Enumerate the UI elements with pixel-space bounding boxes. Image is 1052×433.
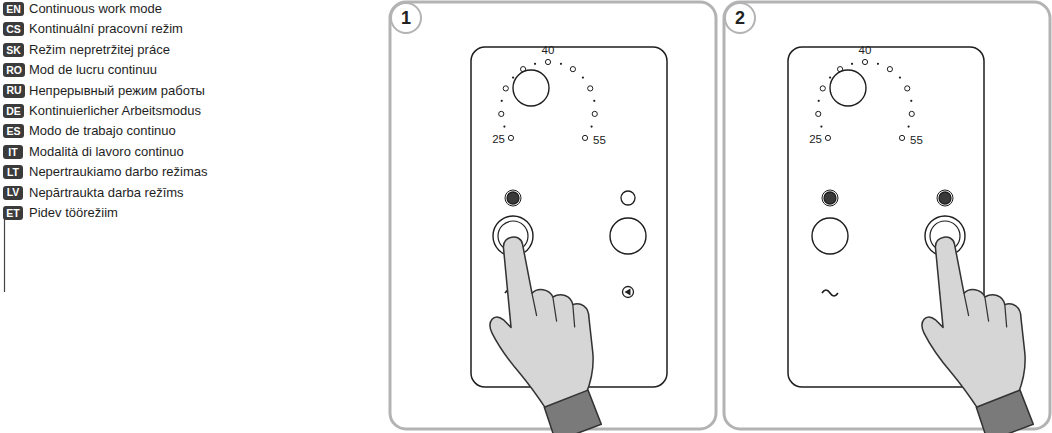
dial-scale bbox=[816, 59, 915, 140]
scale-tick bbox=[588, 86, 593, 91]
language-code: LV bbox=[7, 187, 20, 198]
mode-description: Kontinuální pracovní režim bbox=[29, 22, 183, 36]
scale-tick bbox=[592, 111, 597, 116]
scale-tick bbox=[820, 86, 825, 91]
language-badge: RU bbox=[3, 84, 25, 98]
language-badge: RO bbox=[3, 63, 25, 77]
language-badge: LT bbox=[3, 165, 23, 179]
language-code: CS bbox=[6, 24, 21, 35]
mode-description: Pidev töörežiim bbox=[29, 206, 118, 220]
language-code: ET bbox=[6, 208, 19, 219]
scale-tick bbox=[590, 126, 592, 128]
mode-description: Kontinuierlicher Arbeitsmodus bbox=[29, 104, 201, 118]
scale-number: 40 bbox=[542, 44, 555, 56]
dial-scale bbox=[499, 59, 598, 140]
language-code: DE bbox=[6, 106, 21, 117]
scale-tick bbox=[877, 63, 879, 65]
scale-number: 25 bbox=[492, 133, 505, 145]
mode-description: Modalità di lavoro continuo bbox=[29, 145, 184, 159]
scale-tick bbox=[825, 135, 830, 140]
indicator-led-on bbox=[824, 192, 836, 204]
scale-tick bbox=[851, 63, 853, 65]
language-code: ES bbox=[6, 126, 20, 137]
language-code: SK bbox=[6, 45, 21, 56]
language-badge: CS bbox=[3, 22, 24, 36]
scale-tick bbox=[899, 135, 904, 140]
dial-knob bbox=[513, 70, 549, 106]
scale-tick bbox=[545, 59, 550, 64]
step-number-circle: 1 bbox=[390, 2, 422, 34]
mode-description: Mod de lucru continuu bbox=[29, 63, 157, 77]
language-code: RU bbox=[6, 85, 21, 96]
scale-tick bbox=[910, 100, 912, 102]
scale-tick bbox=[582, 76, 584, 78]
scale-tick bbox=[512, 76, 514, 78]
scale-tick bbox=[907, 126, 909, 128]
indicator-led-ring bbox=[937, 190, 953, 206]
scale-tick bbox=[816, 111, 821, 116]
language-code: IT bbox=[8, 147, 17, 158]
scale-number: 55 bbox=[593, 134, 606, 146]
language-badge: LV bbox=[3, 186, 23, 200]
mode-description: Continuous work mode bbox=[29, 2, 162, 16]
scale-tick bbox=[582, 135, 587, 140]
language-badge: ES bbox=[3, 124, 24, 138]
scale-tick bbox=[909, 111, 914, 116]
scale-tick bbox=[570, 67, 575, 72]
indicator-led-ring bbox=[822, 190, 838, 206]
scale-tick bbox=[560, 63, 562, 65]
scale-tick bbox=[503, 86, 508, 91]
mode-description: Nepertraukiamo darbo režimas bbox=[29, 165, 207, 179]
continuous-symbol bbox=[822, 290, 838, 296]
scale-number: 40 bbox=[859, 44, 872, 56]
scale-number: 25 bbox=[809, 133, 822, 145]
language-badge: ET bbox=[3, 206, 23, 220]
step-number-circle: 2 bbox=[724, 2, 756, 34]
scale-tick bbox=[501, 100, 503, 102]
scale-tick bbox=[534, 63, 536, 65]
button bbox=[812, 218, 848, 254]
mode-description: Režim nepretržitej práce bbox=[29, 43, 170, 57]
language-badge: IT bbox=[3, 145, 23, 159]
indicator-led-on bbox=[507, 192, 519, 204]
scale-tick bbox=[499, 111, 504, 116]
scale-tick bbox=[905, 86, 910, 91]
mode-description: Непрерывный режим работы bbox=[29, 84, 205, 98]
language-code: RO bbox=[6, 65, 22, 76]
button bbox=[610, 218, 646, 254]
scale-tick bbox=[862, 59, 867, 64]
indicator-led-on bbox=[939, 192, 951, 204]
language-code: LT bbox=[7, 167, 19, 178]
scale-tick bbox=[818, 100, 820, 102]
indicator-led-off bbox=[621, 191, 635, 205]
scale-tick bbox=[820, 126, 822, 128]
mode-description: Modo de trabajo continuo bbox=[29, 124, 176, 138]
step-number: 2 bbox=[735, 8, 745, 29]
scale-tick bbox=[829, 76, 831, 78]
language-badge: EN bbox=[3, 2, 24, 16]
language-badge: DE bbox=[3, 104, 24, 118]
language-code: EN bbox=[6, 4, 21, 15]
scale-number: 55 bbox=[910, 134, 923, 146]
scale-tick bbox=[593, 100, 595, 102]
scale-tick bbox=[899, 76, 901, 78]
pressing-hand bbox=[922, 237, 1033, 433]
mode-description: Nepārtraukta darba režīms bbox=[29, 186, 184, 200]
pump-symbol bbox=[623, 287, 634, 298]
margin-rule bbox=[4, 216, 5, 292]
step-number: 1 bbox=[401, 8, 411, 29]
scale-tick bbox=[508, 135, 513, 140]
pressing-hand bbox=[490, 237, 601, 433]
dial-knob bbox=[830, 70, 866, 106]
scale-tick bbox=[503, 126, 505, 128]
scale-tick bbox=[887, 67, 892, 72]
indicator-led-ring bbox=[505, 190, 521, 206]
language-badge: SK bbox=[3, 43, 24, 57]
